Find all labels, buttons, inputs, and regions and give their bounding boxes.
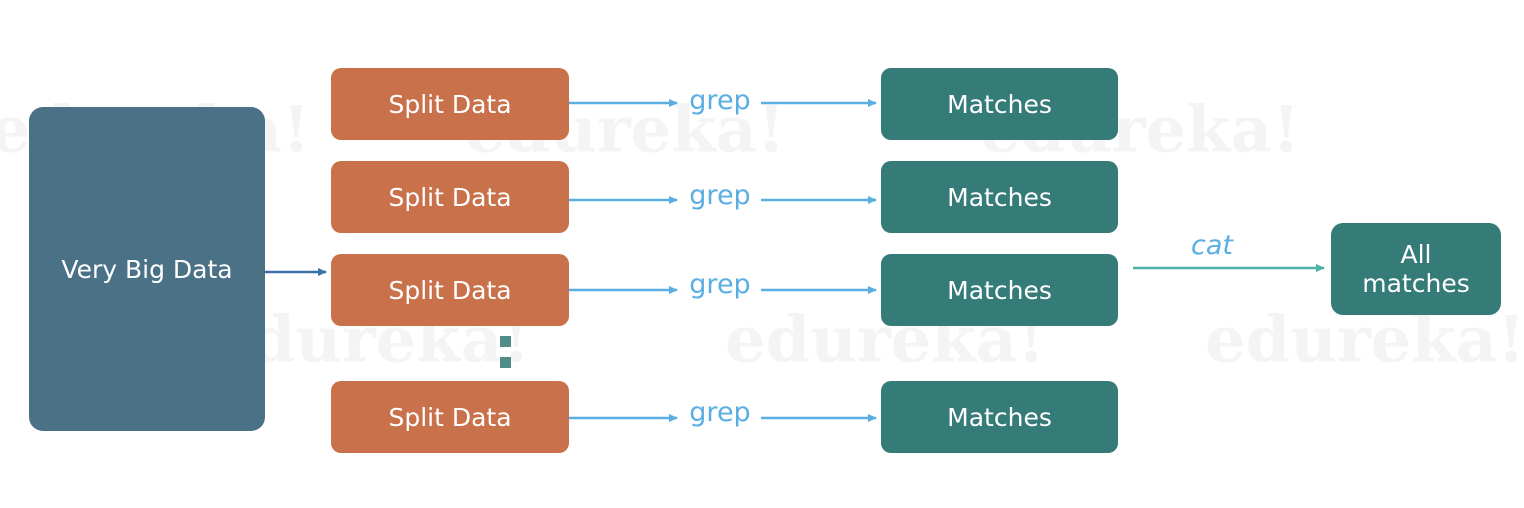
node-label: Split Data (388, 89, 512, 119)
ellipsis-dot (500, 336, 511, 347)
split-data-node: Split Data (331, 68, 569, 140)
very-big-data-node: Very Big Data (29, 107, 265, 431)
cat-label: cat (1191, 230, 1233, 261)
all-matches-node: All matches (1331, 223, 1501, 315)
grep-label: grep (689, 180, 751, 211)
matches-node: Matches (881, 254, 1118, 326)
node-label: Matches (947, 275, 1052, 305)
grep-label: grep (689, 85, 751, 116)
node-label: Split Data (388, 182, 512, 212)
matches-node: Matches (881, 381, 1118, 453)
node-label: All matches (1362, 240, 1470, 298)
split-data-node: Split Data (331, 161, 569, 233)
node-label: Matches (947, 89, 1052, 119)
node-label: Matches (947, 402, 1052, 432)
split-data-node: Split Data (331, 254, 569, 326)
node-label: Matches (947, 182, 1052, 212)
node-label: Split Data (388, 275, 512, 305)
matches-node: Matches (881, 161, 1118, 233)
ellipsis-dot (500, 357, 511, 368)
grep-label: grep (689, 397, 751, 428)
matches-node: Matches (881, 68, 1118, 140)
grep-label: grep (689, 269, 751, 300)
split-data-node: Split Data (331, 381, 569, 453)
node-label: Split Data (388, 402, 512, 432)
node-label: Very Big Data (61, 254, 233, 284)
